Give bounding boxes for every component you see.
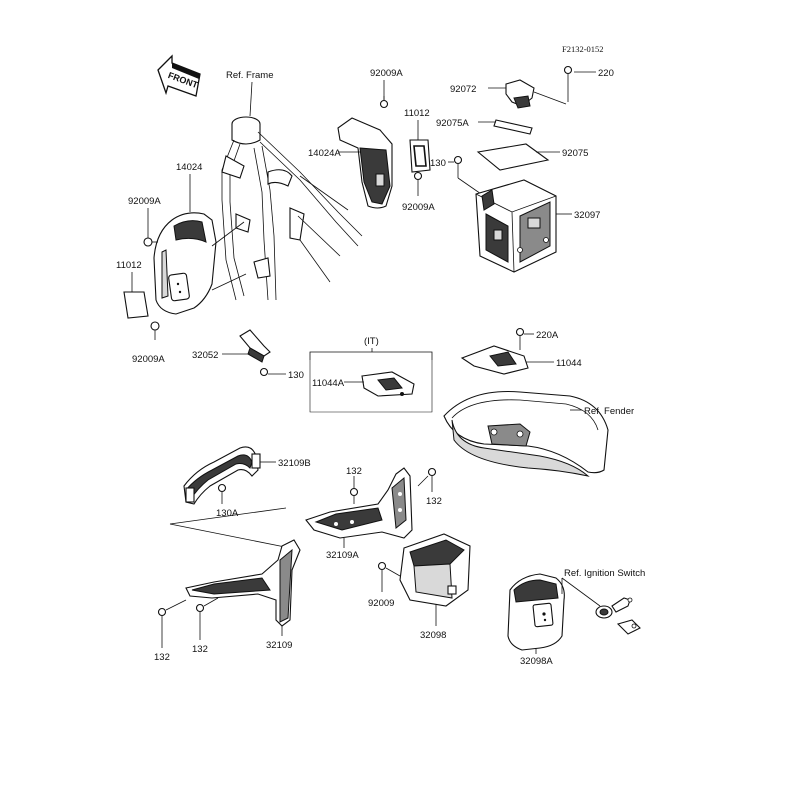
- label-32109A: 32109A: [326, 550, 359, 561]
- label-130A: 130A: [216, 508, 239, 519]
- grab-handle-32109B: [183, 446, 261, 505]
- label-32097: 32097: [574, 210, 600, 221]
- label-132-c: 132: [154, 652, 170, 663]
- label-220: 220: [598, 68, 614, 79]
- label-92009A-low: 92009A: [132, 354, 165, 365]
- ref-ignition-label: Ref. Ignition Switch: [564, 568, 645, 579]
- bracket-32109: [157, 507, 301, 627]
- group-it-label: (IT): [364, 336, 379, 347]
- it-group: (IT): [309, 336, 433, 413]
- label-132-b: 132: [426, 496, 442, 507]
- label-14024: 14024: [176, 162, 202, 173]
- screw-left-lower: [150, 321, 160, 340]
- ignition-switch: [595, 597, 641, 635]
- bracket-32109A: [305, 467, 437, 539]
- label-32109: 32109: [266, 640, 292, 651]
- side-cover-left: [123, 212, 247, 319]
- label-92009A-top: 92009A: [370, 68, 403, 79]
- label-92075: 92075: [562, 148, 588, 159]
- label-130-mid: 130: [288, 370, 304, 381]
- front-arrow-icon: FRONT: [157, 54, 201, 97]
- label-32052: 32052: [192, 350, 218, 361]
- ref-frame-label: Ref. Frame: [226, 70, 274, 81]
- label-92009A-mid: 92009A: [402, 202, 435, 213]
- label-11012-top: 11012: [404, 108, 430, 119]
- label-11044: 11044: [556, 358, 582, 369]
- rear-fender: [443, 390, 609, 477]
- tool-case-32098: [377, 533, 471, 607]
- label-92009: 92009: [368, 598, 394, 609]
- bracket-32052: [239, 329, 286, 377]
- label-130-top: 130: [430, 158, 446, 169]
- bracket-11044: [460, 327, 529, 375]
- label-220A: 220A: [536, 330, 559, 341]
- battery-box: [453, 65, 573, 273]
- label-32098: 32098: [420, 630, 446, 641]
- label-132-a: 132: [346, 466, 362, 477]
- diagram-code: F2132-0152: [562, 44, 604, 54]
- frame-drawing: Ref. Frame: [221, 70, 363, 301]
- label-92075A: 92075A: [436, 118, 469, 129]
- ref-fender-label: Ref. Fender: [584, 406, 634, 417]
- lock-cover-32098A: [507, 573, 565, 651]
- label-11044A: 11044A: [312, 378, 345, 389]
- side-cover-center: [337, 96, 431, 209]
- label-11012-left: 11012: [116, 260, 142, 271]
- label-92009A-left: 92009A: [128, 196, 161, 207]
- label-132-d: 132: [192, 644, 208, 655]
- label-14024A: 14024A: [308, 148, 341, 159]
- label-32098A: 32098A: [520, 656, 553, 667]
- label-32109B: 32109B: [278, 458, 311, 469]
- label-92072: 92072: [450, 84, 476, 95]
